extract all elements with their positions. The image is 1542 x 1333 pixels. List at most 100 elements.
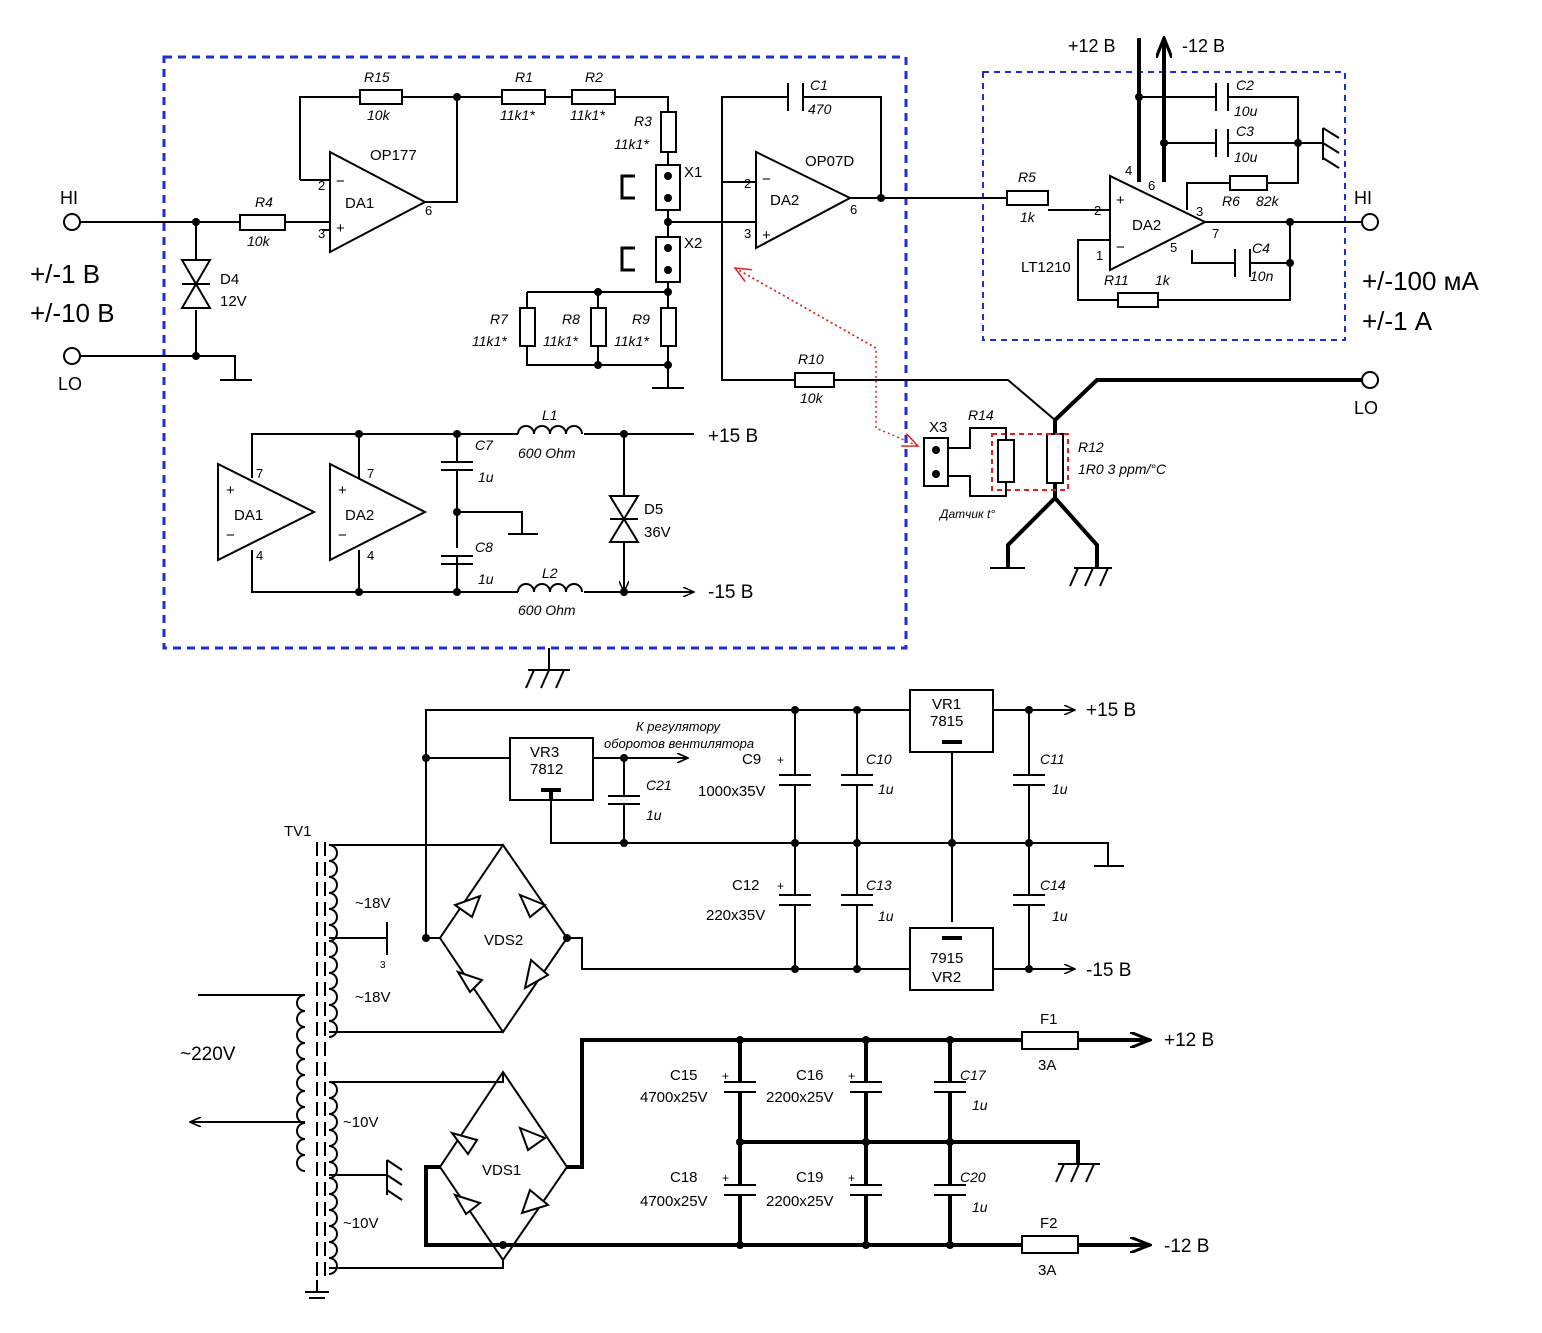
capacitor-c14: C14 1u: [1013, 877, 1068, 924]
input-wiring: [80, 218, 330, 381]
svg-text:1u: 1u: [972, 1097, 988, 1113]
r7-ref: R7: [490, 311, 509, 327]
chassis-ground-icon: [525, 648, 570, 689]
jumper-x2[interactable]: X2: [620, 235, 702, 283]
svg-text:1k: 1k: [1155, 272, 1171, 288]
svg-text:2: 2: [1094, 203, 1101, 218]
svg-text:+: +: [338, 482, 347, 499]
svg-text:~18V: ~18V: [355, 895, 390, 912]
svg-text:600 Ohm: 600 Ohm: [518, 445, 576, 461]
resistor-r11: R11 1k: [1104, 272, 1171, 308]
out-rail-m12: -12 В: [1182, 36, 1225, 56]
opamp-da2-lt1210: DA2 LT1210 + − 2 1 4 6 3 5 7: [1021, 163, 1219, 276]
svg-text:3: 3: [1196, 204, 1203, 219]
capacitor-c3: C3 10u: [1215, 123, 1258, 165]
d4-ref: D4: [220, 271, 239, 288]
svg-text:10u: 10u: [1234, 149, 1258, 165]
psu-m12-label: -12 В: [1164, 1236, 1209, 1257]
svg-text:R14: R14: [968, 407, 994, 423]
svg-text:F1: F1: [1040, 1011, 1058, 1028]
r9-ref: R9: [632, 311, 650, 327]
output-terminals: HI LO +/-100 мА +/-1 А: [1354, 188, 1480, 418]
bridge-vds1: VDS1: [329, 1070, 569, 1269]
svg-text:1u: 1u: [478, 571, 494, 587]
svg-text:C18: C18: [670, 1169, 698, 1186]
fuse-f1: F1 3A: [1021, 1011, 1079, 1074]
svg-text:1u: 1u: [1052, 908, 1068, 924]
sensor-r14: R14: [946, 407, 1069, 497]
input-terminals: HI LO +/-1 В +/-10 В: [30, 188, 115, 394]
r7-val: 11k1*: [472, 333, 507, 349]
svg-text:~18V: ~18V: [355, 989, 390, 1006]
svg-text:C8: C8: [475, 539, 493, 555]
regulator-vr2: 7915 VR2: [909, 927, 994, 991]
opamp-da1: DA1 OP177 − + 2 3 6: [318, 147, 432, 254]
capacitor-c15: + C15 4700x25V: [640, 1067, 756, 1106]
svg-text:−: −: [762, 171, 771, 188]
r10-val: 10k: [800, 390, 824, 406]
r1-ref: R1: [515, 69, 533, 85]
svg-text:C10: C10: [866, 751, 892, 767]
svg-text:R6: R6: [1222, 193, 1240, 209]
r10-ref: R10: [798, 351, 824, 367]
d4-val: 12V: [220, 293, 247, 310]
capacitor-c20: C20 1u: [934, 1169, 988, 1215]
jumper-x1[interactable]: X1: [620, 164, 702, 211]
svg-text:оборотов вентилятора: оборотов вентилятора: [604, 736, 754, 751]
da2-ref: DA2: [770, 192, 799, 209]
resistor-r10: R10 10k: [794, 351, 835, 406]
capacitor-c1: C1 470: [787, 77, 832, 117]
r1-val: 11k1*: [500, 107, 535, 123]
mains-label: ~220V: [180, 1044, 236, 1065]
svg-text:+: +: [762, 227, 771, 244]
svg-text:VDS2: VDS2: [484, 932, 523, 949]
c1-val: 470: [808, 101, 832, 117]
svg-text:C15: C15: [670, 1067, 698, 1084]
svg-text:1u: 1u: [972, 1199, 988, 1215]
zener-d4: D4 12V: [180, 259, 247, 310]
output-hi-label: HI: [1354, 188, 1372, 208]
svg-text:−: −: [338, 527, 347, 544]
svg-text:DA2: DA2: [1132, 217, 1161, 234]
svg-text:+: +: [226, 482, 235, 499]
rail-p15-label: +15 В: [708, 426, 758, 447]
svg-text:1R0 3 ppm/°C: 1R0 3 ppm/°C: [1078, 461, 1167, 477]
svg-text:1u: 1u: [478, 469, 494, 485]
rail-m15-label: -15 В: [708, 582, 753, 603]
out-rail-p12: +12 В: [1068, 36, 1116, 56]
svg-text:+: +: [848, 1171, 855, 1185]
regulator-vr1: VR1 7815: [909, 689, 994, 753]
input-range-2: +/-10 В: [30, 298, 115, 328]
connector-x3[interactable]: X3 Датчик t°: [923, 419, 995, 521]
svg-text:2200x25V: 2200x25V: [766, 1089, 834, 1106]
resistor-r3: R3 11k1*: [614, 111, 677, 153]
svg-text:1000x35V: 1000x35V: [698, 783, 766, 800]
r15-ref: R15: [364, 69, 390, 85]
resistor-r5: R5 1k: [1006, 169, 1049, 225]
svg-text:VDS1: VDS1: [482, 1162, 521, 1179]
svg-text:1k: 1k: [1020, 209, 1036, 225]
svg-text:1u: 1u: [1052, 781, 1068, 797]
svg-text:C21: C21: [646, 777, 672, 793]
resistor-r6: R6 82k: [1222, 175, 1280, 209]
r2-val: 11k1*: [570, 107, 605, 123]
svg-text:3A: 3A: [1038, 1057, 1056, 1074]
opamp-power-da1: DA1 + − 7 4: [217, 462, 317, 563]
svg-text:−: −: [336, 173, 345, 190]
svg-text:L2: L2: [542, 565, 558, 581]
svg-text:1u: 1u: [878, 908, 894, 924]
svg-text:VR2: VR2: [932, 969, 961, 986]
svg-text:220x35V: 220x35V: [706, 907, 765, 924]
svg-text:4: 4: [1125, 163, 1132, 178]
svg-text:3: 3: [380, 960, 386, 971]
svg-text:7: 7: [1212, 226, 1219, 241]
output-supply-wires: [1137, 38, 1164, 182]
svg-text:7: 7: [256, 466, 263, 481]
svg-text:36V: 36V: [644, 524, 671, 541]
c1-ref: C1: [810, 77, 828, 93]
svg-text:C3: C3: [1236, 123, 1254, 139]
svg-text:10n: 10n: [1250, 268, 1274, 284]
svg-text:C17: C17: [960, 1067, 987, 1083]
capacitor-c21: C21 1u: [608, 777, 672, 823]
svg-text:1u: 1u: [646, 807, 662, 823]
